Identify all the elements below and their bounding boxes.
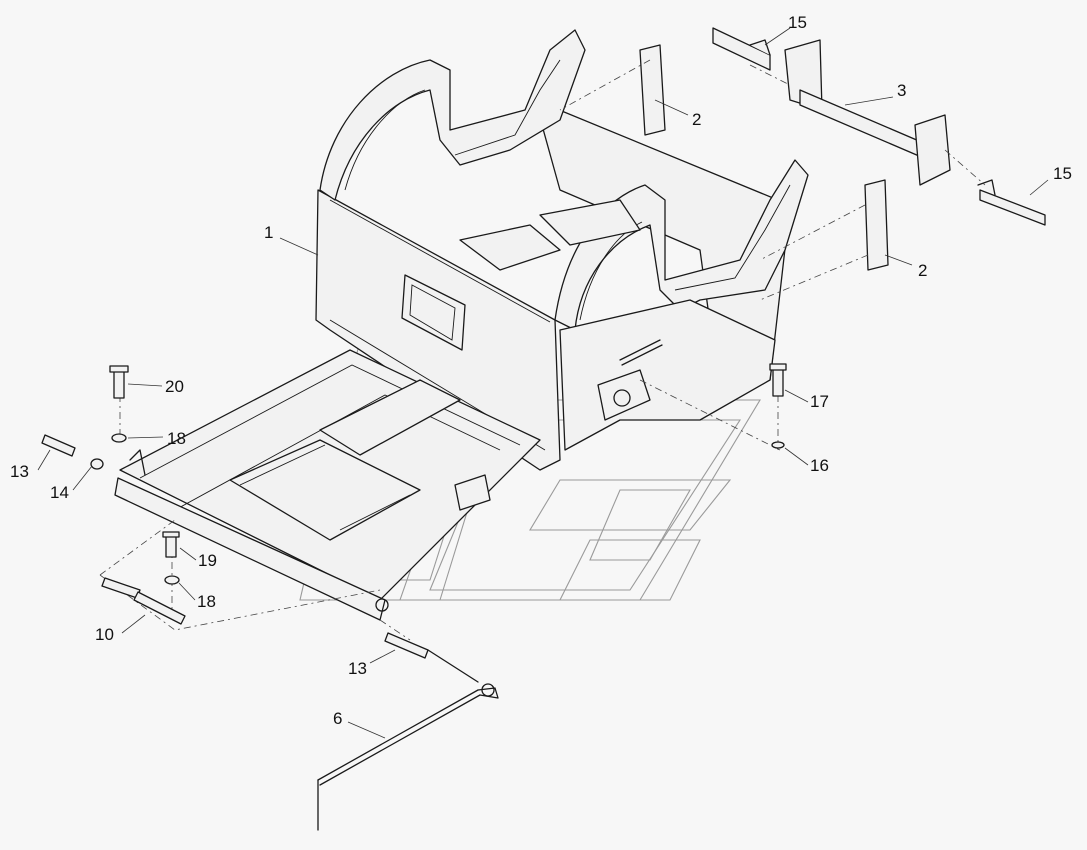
cross-beam-3	[784, 39, 951, 186]
callout-16: 16	[810, 456, 829, 475]
callout-18-lower: 18	[197, 592, 216, 611]
callout-20: 20	[165, 377, 184, 396]
bracket-15-right	[977, 179, 1046, 226]
callout-17: 17	[810, 392, 829, 411]
callout-1: 1	[264, 223, 274, 242]
callout-14: 14	[50, 483, 69, 502]
pin-13-left	[41, 434, 76, 457]
bushing-14	[90, 458, 104, 470]
assembly-lines	[99, 59, 986, 641]
plate-2-lower	[864, 179, 889, 271]
lower-chassis	[114, 349, 541, 621]
washer-18-lower	[164, 575, 180, 585]
washer-18-upper	[111, 433, 127, 443]
callout-2-lower: 2	[918, 261, 928, 280]
callout-2-upper: 2	[692, 110, 702, 129]
callout-19: 19	[198, 551, 217, 570]
bolt-17	[769, 363, 787, 397]
callout-15-right: 15	[1053, 164, 1072, 183]
callout-6: 6	[333, 709, 343, 728]
callout-10: 10	[95, 625, 114, 644]
plate-2-upper	[639, 44, 666, 136]
bracket-15-top	[712, 27, 771, 71]
main-frame	[315, 29, 809, 471]
callout-3: 3	[897, 81, 907, 100]
bolt-19	[162, 531, 180, 558]
bolt-20	[109, 365, 129, 399]
callout-13-lower: 13	[348, 659, 367, 678]
rod-6	[317, 649, 499, 831]
callout-13-left: 13	[10, 462, 29, 481]
leader-lines	[37, 27, 1049, 739]
callout-15-top: 15	[788, 13, 807, 32]
pin-10	[101, 577, 186, 625]
callout-18-upper: 18	[167, 429, 186, 448]
pin-13-lower	[384, 632, 429, 659]
washer-16	[771, 441, 785, 449]
